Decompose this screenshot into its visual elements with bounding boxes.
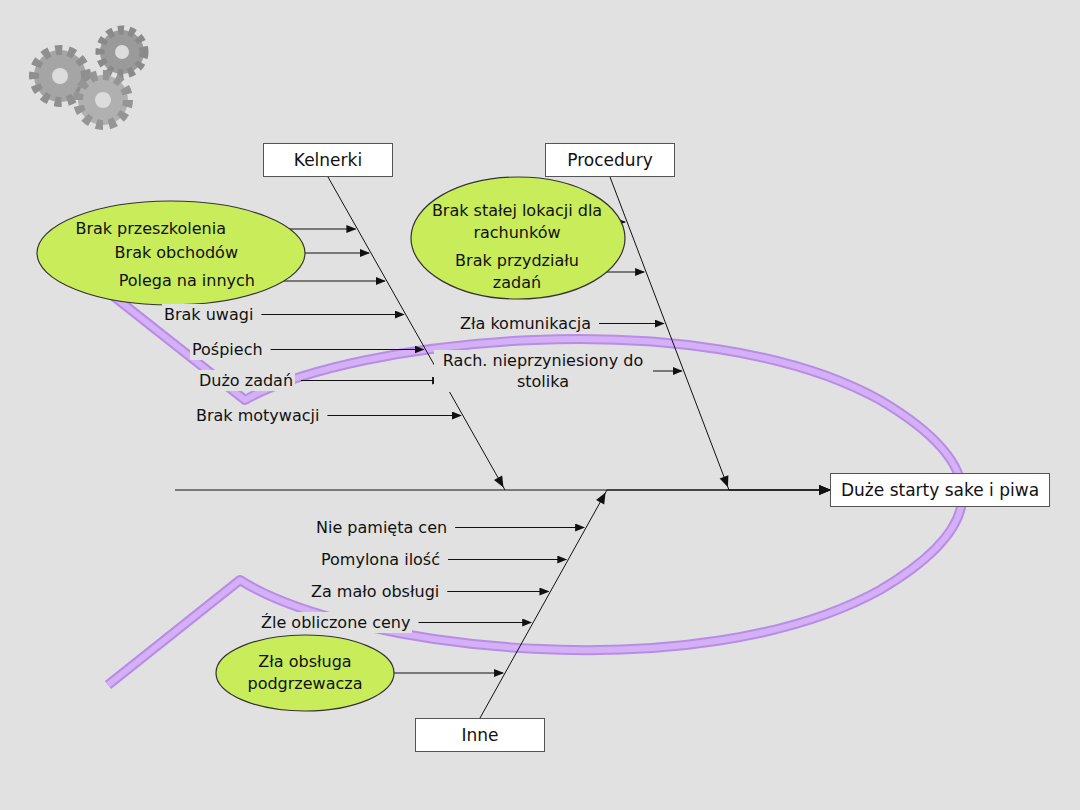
gears-icon: [34, 30, 144, 125]
cause-bone: [480, 490, 830, 718]
cause-label: Nie pamięta cen: [314, 517, 449, 538]
cause-text: Polega na innych: [119, 270, 255, 292]
cause-text: Brak obchodów: [115, 242, 238, 264]
box-label: Inne: [461, 725, 498, 745]
cause-label: Rach. nieprzyniesiony do stolika: [434, 350, 653, 392]
ellipse-outline: [215, 634, 395, 712]
highlight-ellipse: Zła obsługa podgrzewacza: [215, 634, 395, 712]
box-label: Kelnerki: [294, 150, 362, 170]
cause-label: Źle obliczone ceny: [259, 612, 412, 633]
cause-label: Za mało obsługi: [309, 581, 441, 602]
highlight-ellipse: Brak przeszkoleniaBrak obchodówPolega na…: [36, 200, 306, 306]
cause-label: Brak motywacji: [194, 405, 321, 426]
bone-arrowhead: [494, 475, 504, 487]
cause-text: Brak przeszkolenia: [75, 218, 226, 240]
spine-tail: [175, 490, 505, 491]
category-box: Procedury: [545, 143, 675, 177]
leader-arrow: [448, 559, 566, 560]
leader-arrow: [301, 380, 441, 381]
cause-label: Brak uwagi: [162, 304, 255, 325]
effect-box: Duże starty sake i piwa: [830, 473, 1050, 507]
cause-label: Pośpiech: [190, 339, 265, 360]
leader-arrow: [599, 323, 664, 324]
bone-arrowhead: [596, 493, 605, 505]
leader-arrow: [455, 527, 584, 528]
highlight-ellipse: Brak stałej lokacji dla rachunkówBrak pr…: [410, 176, 626, 300]
leader-arrow: [418, 622, 531, 623]
box-label: Procedury: [567, 150, 652, 170]
cause-text: Zła obsługa podgrzewacza: [221, 651, 389, 695]
leader-arrow: [649, 371, 682, 372]
leader-arrow: [271, 349, 424, 350]
cause-label: Pomylona ilość: [319, 549, 442, 570]
leader-arrow: [447, 591, 548, 592]
leader-arrow: [261, 314, 403, 315]
ellipse-shape: [37, 201, 305, 305]
cause-bone: [610, 177, 830, 490]
cause-label: Zła komunikacja: [458, 313, 593, 334]
box-label: Duże starty sake i piwa: [841, 480, 1039, 500]
bone-arrowhead: [720, 475, 729, 487]
cause-bone: [328, 177, 830, 490]
cause-text: Brak stałej lokacji dla rachunków: [419, 200, 615, 244]
leader-arrow: [327, 415, 460, 416]
category-box: Kelnerki: [263, 143, 393, 177]
leader-lines: [232, 222, 682, 673]
ellipse-shape: [411, 177, 625, 299]
cause-label: Dużo zadań: [197, 370, 295, 391]
category-box: Inne: [415, 718, 545, 752]
ellipse-shape: [216, 635, 394, 711]
cause-text: Brak przydziału zadań: [432, 250, 602, 294]
